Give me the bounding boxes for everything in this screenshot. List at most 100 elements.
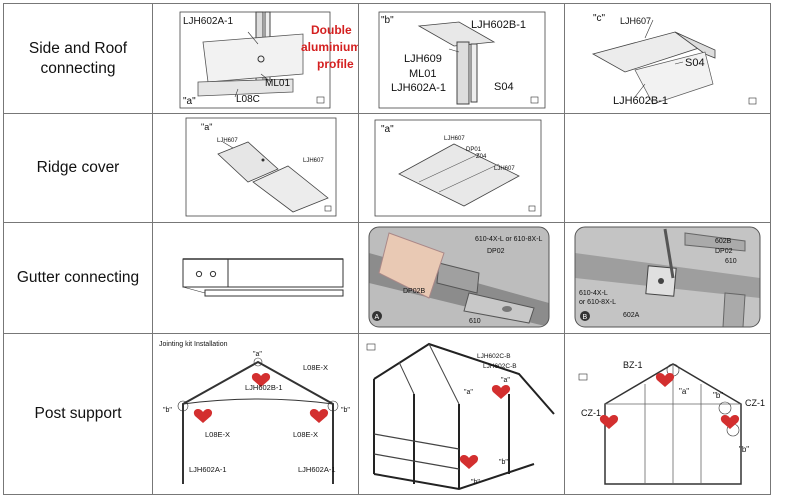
- diagram-cell: BZ-1 "a" "b" CZ-1 CZ-1 "b": [564, 333, 771, 495]
- callout: "b": [713, 391, 723, 400]
- diagram-cell: "a" LJH607 LJH607: [152, 113, 359, 223]
- home-icon: [578, 373, 588, 381]
- callout: LJH602C-B: [483, 363, 517, 370]
- annotation-line: aluminium: [301, 40, 358, 54]
- post-support-diagram-3: BZ-1 "a" "b" CZ-1 CZ-1 "b": [578, 360, 765, 485]
- callout: LJH602C-B: [477, 353, 511, 360]
- diagram-cell: 602B DP02 610 610-4X-L or 610-8X-L 602A …: [564, 222, 771, 334]
- callout: 610-4X-L or 610-8X-L: [475, 236, 543, 243]
- home-icon: [366, 343, 376, 351]
- diagram-cell: "c" LJH607 S04 LJH602B-1: [564, 3, 771, 114]
- callout: DP02B: [403, 288, 426, 295]
- gutter-diagram-b: 602B DP02 610 610-4X-L or 610-8X-L 602A …: [574, 226, 761, 328]
- callout: DP01: [466, 147, 482, 153]
- callout: DP02: [715, 248, 733, 255]
- callout: LJH602A-1: [391, 82, 446, 94]
- callout: L08E-X: [303, 363, 328, 372]
- ridge-diagram-a-1: "a" LJH607 LJH607: [185, 117, 337, 217]
- callout: L08E-X: [293, 430, 318, 439]
- row-post-support: Post support Jointing kit Installation "…: [3, 333, 771, 495]
- heart-marker: [491, 385, 511, 399]
- side-roof-diagram-a: LJH602A-1 ML01 L08C "a" Double aluminium…: [179, 11, 358, 109]
- view-tag: "c": [593, 13, 606, 24]
- callout: LJH609: [404, 53, 442, 65]
- diagram-cell: "b" LJH602B-1 LJH609 ML01 LJH602A-1 S04: [358, 3, 565, 114]
- callout: "b": [739, 445, 749, 454]
- callout: "a": [679, 387, 689, 396]
- callout: ML01: [265, 78, 290, 89]
- callout: LJH607: [494, 166, 515, 172]
- callout: LJH602A-1: [189, 465, 227, 474]
- callout: "b": [163, 407, 172, 414]
- heart-marker: [193, 409, 213, 423]
- row-gutter: Gutter connecting: [3, 222, 771, 334]
- heart-marker: [720, 415, 740, 429]
- callout: ML01: [409, 68, 437, 80]
- empty-cell: [564, 113, 771, 223]
- callout: S04: [685, 57, 705, 69]
- callout: CZ-1: [745, 398, 765, 408]
- instruction-table: Side and Roof connecting LJH602A-1 ML01 …: [3, 3, 771, 495]
- view-tag: "a": [183, 96, 196, 107]
- diagram-cell: "a" LJH607 DP01 Z04 LJH607: [358, 113, 565, 223]
- side-roof-diagram-c: "c" LJH607 S04 LJH602B-1: [591, 13, 757, 107]
- annotation-line: Double: [311, 23, 352, 37]
- view-tag: "a": [381, 124, 394, 135]
- callout: "b": [341, 407, 350, 414]
- callout: BZ-1: [623, 360, 643, 370]
- callout: Z04: [476, 154, 487, 160]
- view-tag: "b": [381, 15, 394, 26]
- callout: LJH607: [217, 138, 238, 144]
- home-icon: [748, 97, 757, 105]
- callout: 610: [469, 318, 481, 325]
- row-label: Gutter connecting: [3, 222, 153, 334]
- gutter-diagram-a: 610-4X-L or 610-8X-L DP02 DP02B 610 A: [368, 226, 550, 328]
- callout: LJH607: [620, 16, 651, 26]
- diagram-cell: [152, 222, 359, 334]
- callout: 610: [725, 258, 737, 265]
- step-badge: B: [583, 314, 588, 321]
- side-roof-diagram-b: "b" LJH602B-1 LJH609 ML01 LJH602A-1 S04: [378, 11, 546, 109]
- row-label: Post support: [3, 333, 153, 495]
- diagram-cell: Jointing kit Installation "a" L08E-X LJH…: [152, 333, 359, 495]
- callout: "a": [464, 389, 473, 396]
- heart-marker: [459, 455, 479, 469]
- callout: LJH602B-1: [245, 383, 283, 392]
- callout: DP02: [487, 248, 505, 255]
- callout: L08E-X: [205, 430, 230, 439]
- callout: L08C: [236, 94, 260, 105]
- callout: "a": [253, 351, 262, 358]
- post-support-diagram-1: Jointing kit Installation "a" L08E-X LJH…: [159, 341, 350, 484]
- annotation-line: profile: [317, 57, 354, 71]
- home-icon: [530, 96, 539, 104]
- callout: "b": [471, 479, 480, 486]
- home-icon: [528, 205, 536, 212]
- home-icon: [324, 205, 332, 212]
- callout: LJH602A-1: [183, 16, 233, 27]
- diagram-cell: LJH602A-1 ML01 L08C "a" Double aluminium…: [152, 3, 359, 114]
- heart-marker: [251, 373, 271, 387]
- callout: or 610-8X-L: [579, 299, 616, 306]
- callout: CZ-1: [581, 408, 601, 418]
- callout: "b": [499, 459, 508, 466]
- row-label: Ridge cover: [3, 113, 153, 223]
- diagram-title: Jointing kit Installation: [159, 341, 228, 348]
- callout: 602A: [623, 312, 640, 319]
- post-support-diagram-2: LJH602C-B LJH602C-B "a" "a" "b" "b": [366, 342, 555, 491]
- heart-marker: [655, 373, 675, 387]
- diagram-cell: 610-4X-L or 610-8X-L DP02 DP02B 610 A: [358, 222, 565, 334]
- callout: LJH607: [444, 136, 465, 142]
- row-ridge-cover: Ridge cover "a" LJH607 LJH607 "a": [3, 113, 771, 223]
- gutter-diagram-1: [182, 258, 344, 297]
- row-label: Side and Roof connecting: [3, 3, 153, 114]
- ridge-diagram-a-2: "a" LJH607 DP01 Z04 LJH607: [374, 119, 542, 217]
- callout: 610-4X-L: [579, 290, 608, 297]
- callout: LJH602A-1: [298, 465, 336, 474]
- diagram-cell: LJH602C-B LJH602C-B "a" "a" "b" "b": [358, 333, 565, 495]
- callout: S04: [494, 81, 514, 93]
- callout: LJH602B-1: [471, 19, 526, 31]
- callout: 602B: [715, 238, 732, 245]
- heart-marker: [599, 415, 619, 429]
- callout: LJH602B-1: [613, 95, 668, 107]
